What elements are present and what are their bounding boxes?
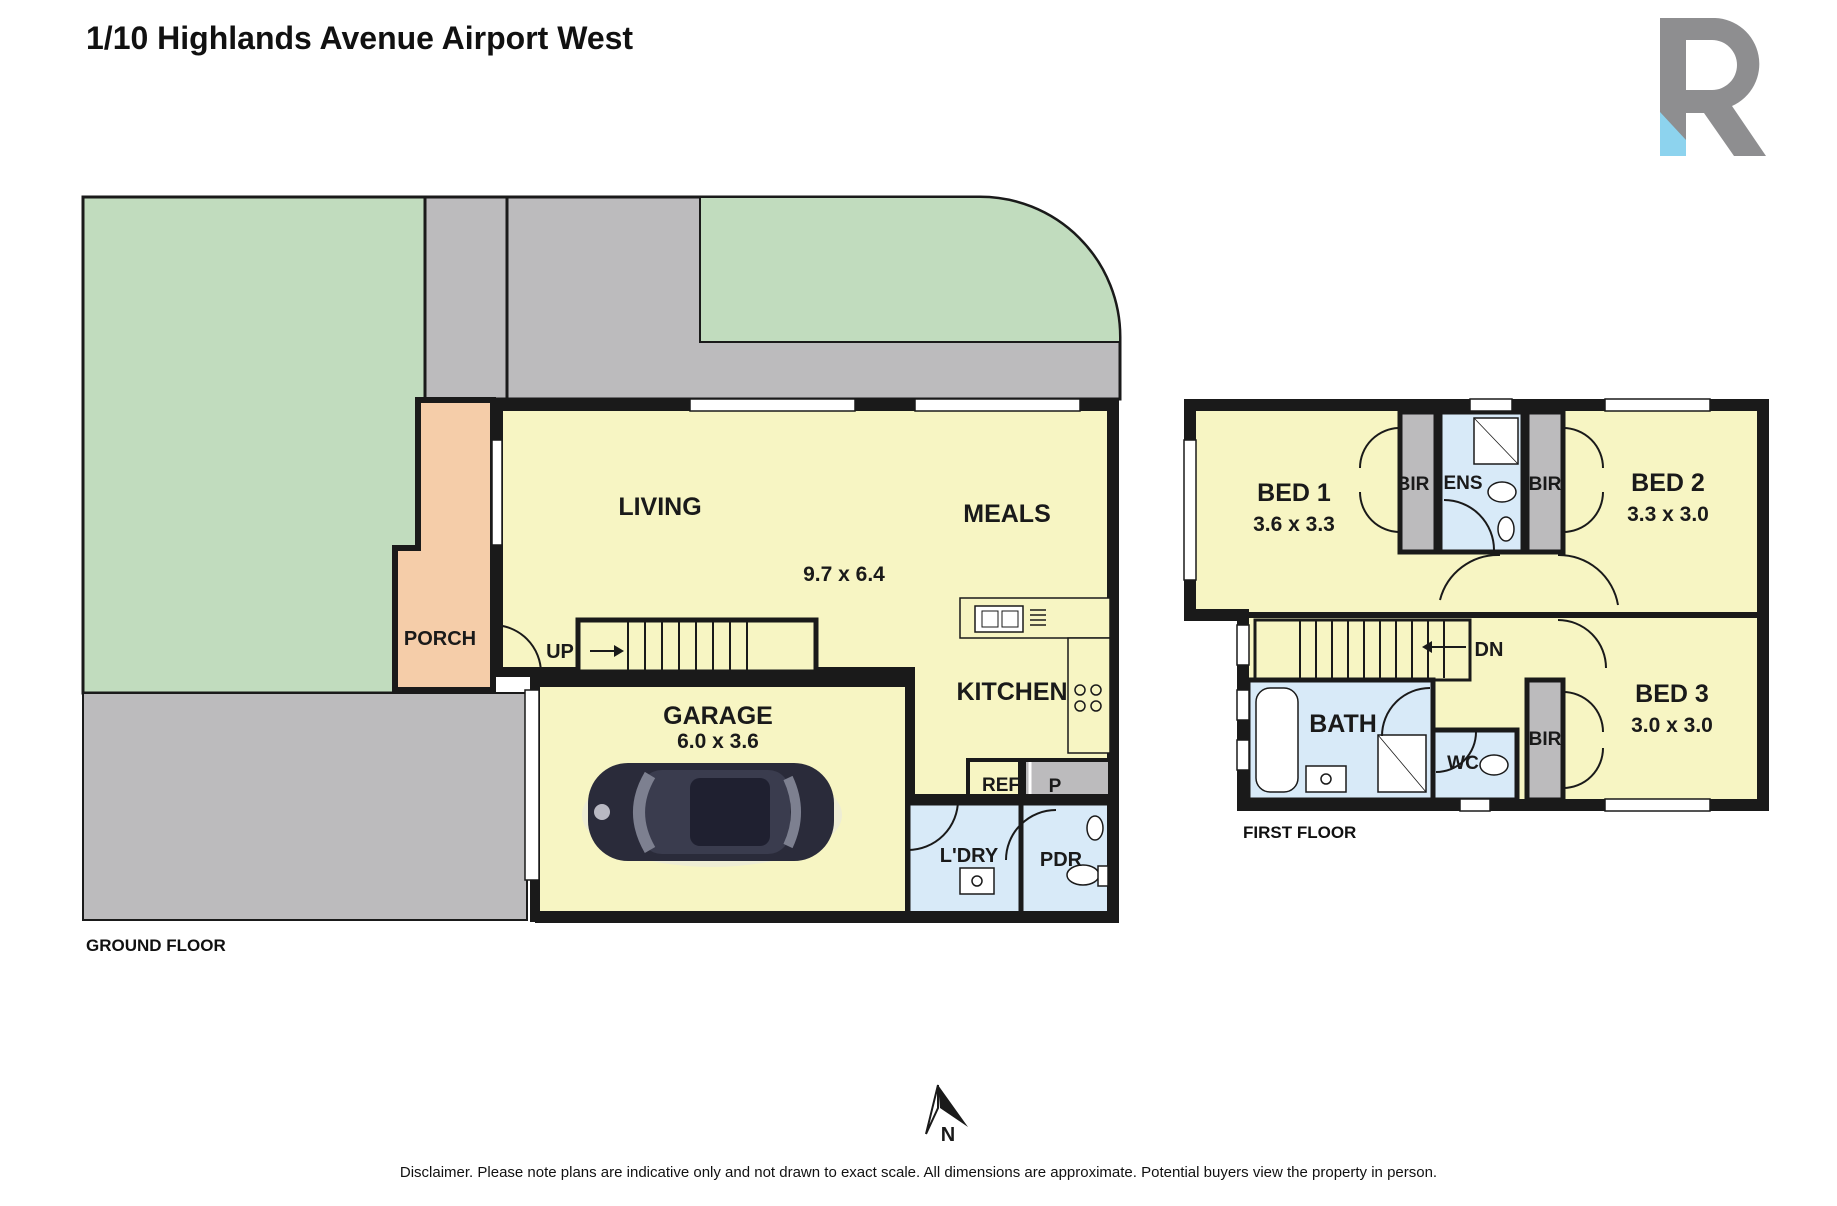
garage-label: GARAGE xyxy=(663,702,773,730)
living-label: LIVING xyxy=(618,493,701,521)
up-label: UP xyxy=(546,641,574,663)
page-title: 1/10 Highlands Avenue Airport West xyxy=(86,20,634,56)
agency-logo xyxy=(1660,18,1766,156)
laundry-label: L'DRY xyxy=(940,845,999,867)
first-floor-label: FIRST FLOOR xyxy=(1243,823,1357,842)
bed1-dims: 3.6 x 3.3 xyxy=(1253,513,1335,536)
bed1-label: BED 1 xyxy=(1257,479,1331,507)
bir1-label: BIR xyxy=(1397,474,1430,495)
bed2-label: BED 2 xyxy=(1631,469,1705,497)
wc-label: WC xyxy=(1447,753,1479,774)
porch-label: PORCH xyxy=(404,628,476,650)
driveway xyxy=(82,692,528,921)
bed3-label: BED 3 xyxy=(1635,680,1709,708)
ground-floor-label: GROUND FLOOR xyxy=(86,936,226,955)
garden-left xyxy=(81,195,427,695)
bed3-dims: 3.0 x 3.0 xyxy=(1631,714,1713,737)
meals-label: MEALS xyxy=(963,500,1051,528)
disclaimer-text: Disclaimer. Please note plans are indica… xyxy=(399,1164,1438,1181)
ens-label: ENS xyxy=(1443,473,1482,494)
dn-label: DN xyxy=(1475,639,1504,661)
powder-label: PDR xyxy=(1040,849,1083,871)
paving-side xyxy=(423,195,509,401)
north-label: N xyxy=(941,1124,955,1146)
ground-floor-plan xyxy=(81,195,1122,923)
ref-label: REF xyxy=(982,775,1020,796)
bir2-label: BIR xyxy=(1529,474,1562,495)
garage-dims: 6.0 x 3.6 xyxy=(677,730,759,753)
north-compass-icon: N xyxy=(925,1084,968,1146)
car-icon xyxy=(582,763,842,867)
garden-rear xyxy=(699,196,1121,343)
living-dims: 9.7 x 6.4 xyxy=(803,563,885,586)
kitchen-label: KITCHEN xyxy=(956,678,1067,706)
pantry-label: P xyxy=(1049,776,1062,797)
bir3-label: BIR xyxy=(1529,729,1562,750)
bed2-dims: 3.3 x 3.0 xyxy=(1627,503,1709,526)
first-floor-plan xyxy=(1183,398,1769,812)
bath-label: BATH xyxy=(1309,710,1377,738)
